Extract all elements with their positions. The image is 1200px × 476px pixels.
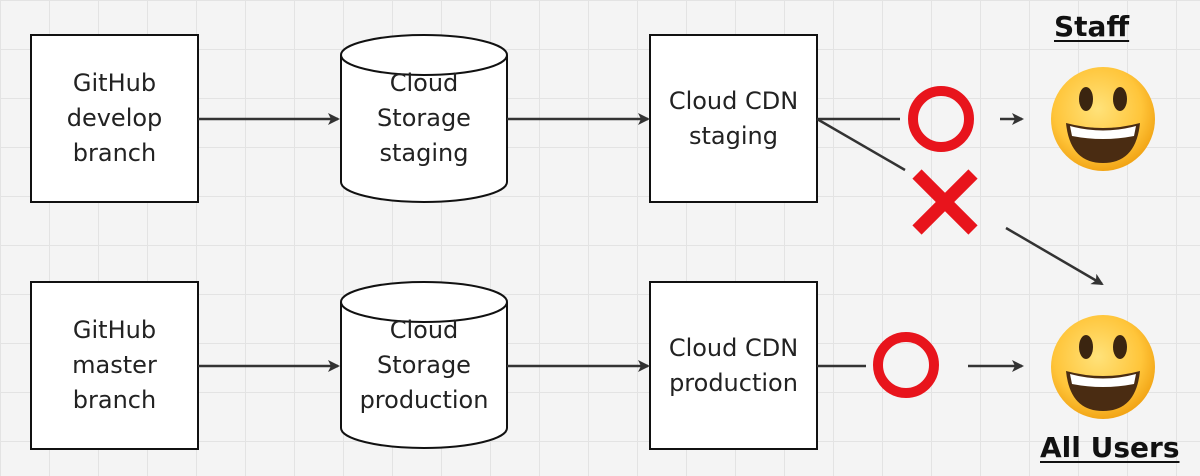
label-line: GitHub (72, 69, 157, 97)
cdn-staging-label: Cloud CDN staging (650, 84, 817, 154)
label-line: branch (72, 139, 157, 167)
storage-production-cylinder[interactable] (340, 281, 508, 449)
red-cross-icon (912, 169, 978, 235)
github-develop-box[interactable] (30, 34, 199, 203)
storage-staging-label: Cloud Storage staging (341, 66, 507, 171)
storage-staging-cylinder[interactable] (340, 34, 508, 203)
smiling-face-emoji-icon (1051, 315, 1155, 419)
label-line: production (359, 386, 489, 414)
smiling-face-emoji-icon (1051, 67, 1155, 171)
label-line: staging (689, 122, 778, 150)
label-line: Storage (377, 104, 471, 132)
staff-heading: Staff (1054, 10, 1130, 43)
label-line: master (72, 351, 157, 379)
label-line: Storage (377, 351, 471, 379)
red-circle-icon (908, 86, 974, 152)
label-line: production (669, 369, 798, 397)
label-line: GitHub (72, 316, 157, 344)
github-master-box[interactable] (30, 281, 199, 450)
cdn-staging-box[interactable] (649, 34, 818, 203)
cdn-production-box[interactable] (649, 281, 818, 450)
label-line: develop (66, 104, 163, 132)
label-line: branch (72, 386, 157, 414)
label-line: staging (379, 139, 469, 167)
line-cdn-staging-diagonal (816, 117, 906, 172)
cdn-production-label: Cloud CDN production (650, 331, 817, 401)
red-circle-icon (873, 332, 939, 398)
all-users-heading: All Users (1040, 431, 1180, 464)
github-master-label: GitHub master branch (31, 313, 198, 418)
label-line: Cloud (389, 316, 459, 344)
storage-production-label: Cloud Storage production (341, 313, 507, 418)
label-line: Cloud (389, 69, 459, 97)
label-line: Cloud CDN (668, 334, 799, 362)
arrow-cross-to-all-users (1005, 226, 1104, 286)
github-develop-label: GitHub develop branch (31, 66, 198, 171)
label-line: Cloud CDN (668, 87, 799, 115)
